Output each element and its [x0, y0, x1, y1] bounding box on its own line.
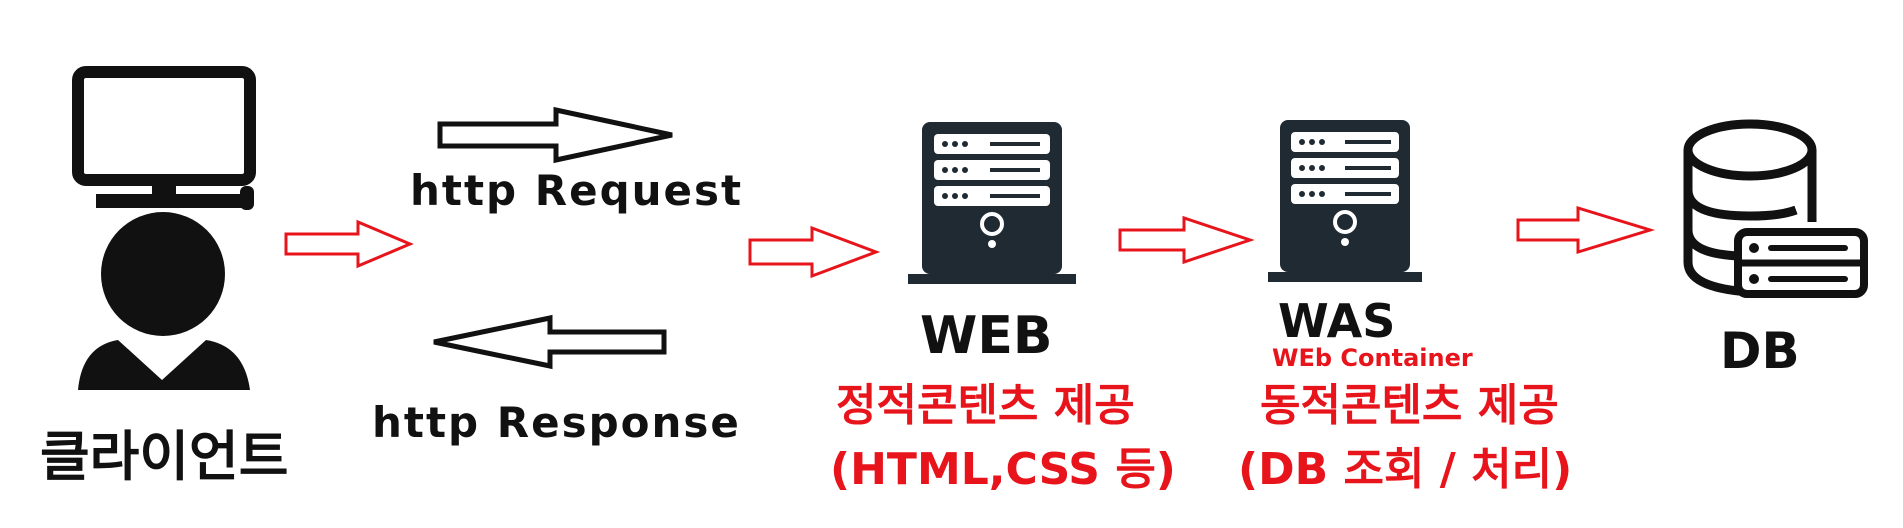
- was-label: WAS: [1278, 294, 1396, 348]
- client-to-request-arrow: [284, 219, 414, 269]
- web-to-was-arrow: [1118, 215, 1255, 265]
- web-description-line2: (HTML,CSS 등): [830, 444, 1176, 495]
- request-to-web-arrow: [748, 225, 881, 279]
- web-container-label: WEb Container: [1272, 344, 1473, 372]
- http-request-label: http Request: [410, 166, 744, 215]
- http-response-label: http Response: [372, 398, 741, 447]
- web-server-icon: [908, 122, 1076, 284]
- was-server-icon: [1268, 120, 1422, 282]
- web-label: WEB: [920, 306, 1053, 366]
- web-description-line1: 정적콘텐츠 제공: [836, 380, 1135, 431]
- was-to-db-arrow: [1516, 205, 1656, 255]
- database-icon: [1683, 119, 1868, 298]
- person-icon: [78, 212, 250, 390]
- monitor-icon: [72, 66, 256, 210]
- http-request-arrow: [437, 106, 673, 164]
- was-description-line2: (DB 조회 / 처리): [1238, 444, 1573, 495]
- http-response-arrow: [433, 314, 667, 370]
- user-computer-icon: [72, 66, 256, 390]
- was-description-line1: 동적콘텐츠 제공: [1260, 380, 1559, 431]
- db-label: DB: [1720, 322, 1800, 380]
- client-label: 클라이언트: [40, 425, 289, 488]
